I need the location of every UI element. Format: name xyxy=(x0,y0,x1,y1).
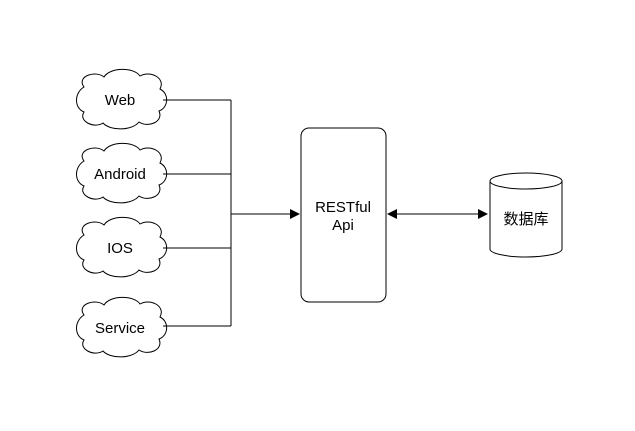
cloud-ios: IOS xyxy=(76,216,168,278)
cloud-shape xyxy=(76,68,168,130)
database-body xyxy=(489,181,563,258)
client-label-service: Service xyxy=(95,320,145,337)
cloud-shape xyxy=(76,296,168,358)
api-label-line1: RESTful xyxy=(315,199,371,216)
database-top xyxy=(489,172,563,190)
client-connectors xyxy=(163,99,232,327)
cloud-android: Android xyxy=(76,142,168,204)
client-label-ios: IOS xyxy=(107,240,133,257)
client-label-android: Android xyxy=(94,166,146,183)
cloud-service: Service xyxy=(76,296,168,358)
api-rect xyxy=(300,127,387,303)
api-label-line2: Api xyxy=(332,217,354,234)
client-label-web: Web xyxy=(105,92,136,109)
cloud-shape xyxy=(76,142,168,204)
api-box: RESTful Api xyxy=(300,127,387,303)
cloud-web: Web xyxy=(76,68,168,130)
database-cylinder: 数据库 xyxy=(489,172,563,258)
cloud-shape xyxy=(76,216,168,278)
database-label: 数据库 xyxy=(503,211,548,228)
